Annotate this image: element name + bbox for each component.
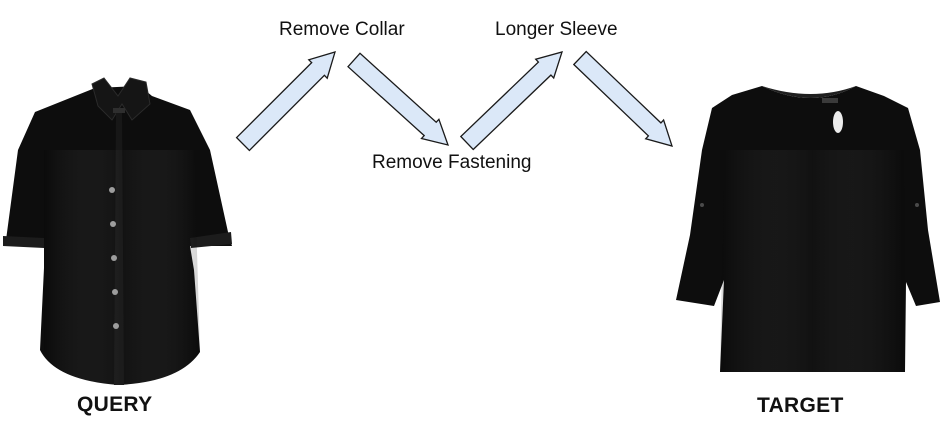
arrow-longer-sleeve-to-target (572, 50, 673, 147)
arrow-remove-collar-to-remove-fastening (347, 52, 450, 146)
target-caption: TARGET (757, 394, 844, 417)
step-label-longer-sleeve: Longer Sleeve (495, 19, 618, 40)
arrow-remove-fastening-to-longer-sleeve (459, 51, 563, 151)
arrow-query-to-remove-collar (235, 51, 336, 152)
query-shirt-collar (91, 77, 151, 121)
step-label-remove-collar: Remove Collar (279, 19, 405, 40)
target-blouse-image (676, 86, 940, 372)
step-label-remove-fastening: Remove Fastening (372, 152, 532, 173)
transition-arrows (235, 50, 673, 152)
query-caption: QUERY (77, 393, 153, 416)
query-shirt-image (3, 77, 232, 385)
